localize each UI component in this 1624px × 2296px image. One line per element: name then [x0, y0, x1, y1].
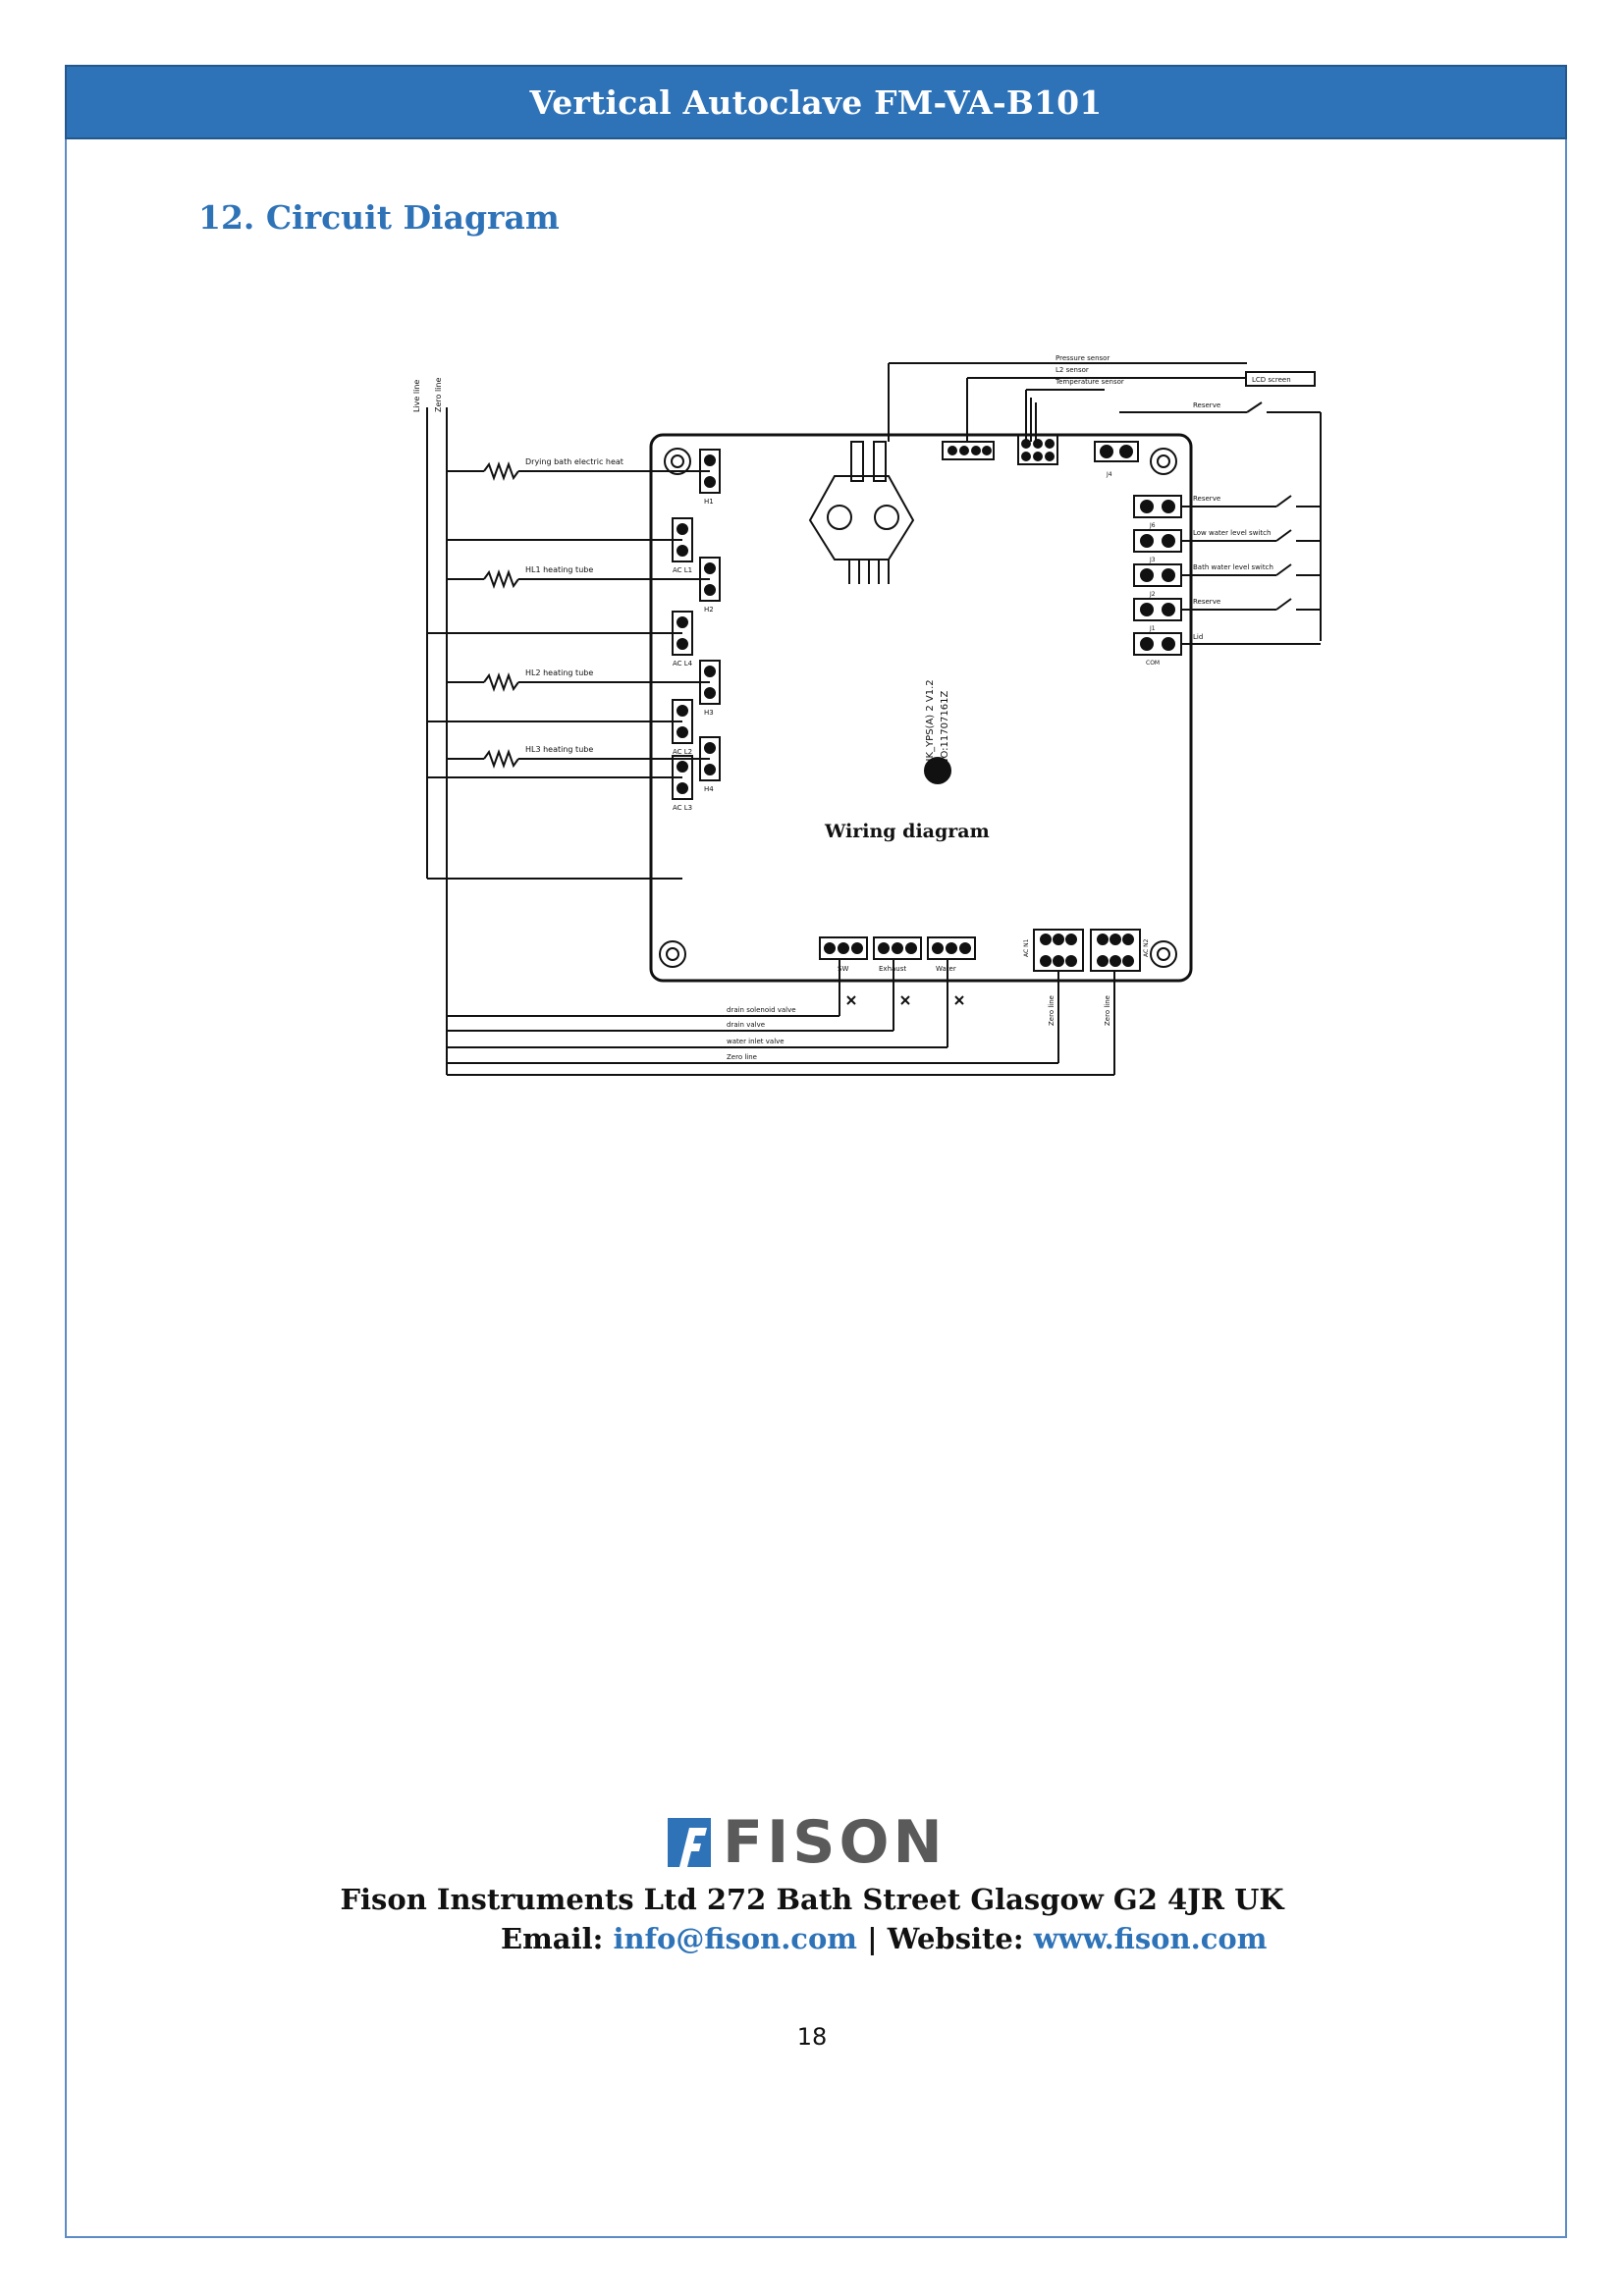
- fison-logo: FISON: [668, 1812, 947, 1873]
- connector-h1: H1: [704, 498, 714, 506]
- connector-ac-n1: AC N1: [1023, 938, 1030, 957]
- top-connectors: [942, 434, 1139, 465]
- top-sensor-wires: [888, 362, 1322, 641]
- connector-j4: J4: [1106, 471, 1112, 478]
- pressure-sensor-label: Pressure sensor: [1056, 354, 1110, 362]
- connector-sw: SW: [838, 965, 848, 973]
- drying-bath-heat-label: Drying bath electric heat: [525, 457, 623, 466]
- connector-com: COM: [1146, 660, 1160, 667]
- hl1-heating-tube-label: HL1 heating tube: [525, 565, 593, 574]
- zero-line-label-left: Zero line: [434, 378, 443, 412]
- connector-j3: J3: [1149, 557, 1156, 563]
- reserve-label-1: Reserve: [1193, 495, 1220, 503]
- live-line-label: Live line: [412, 380, 421, 412]
- connector-h4: H4: [704, 785, 714, 793]
- bottom-connectors: [819, 929, 1141, 972]
- right-connectors: [1133, 495, 1182, 656]
- connector-j2: J2: [1149, 591, 1156, 598]
- connector-j1: J1: [1149, 625, 1156, 632]
- water-inlet-valve-label: water inlet valve: [727, 1038, 785, 1045]
- regulator-component: [808, 441, 915, 584]
- section-heading: 12. Circuit Diagram: [198, 198, 560, 237]
- temperature-sensor-label: Temperature sensor: [1055, 378, 1124, 386]
- low-water-switch-label: Low water level switch: [1193, 529, 1271, 537]
- connector-h3: H3: [704, 709, 714, 717]
- contact-separator: |: [867, 1922, 878, 1955]
- left-bus-lines: [426, 407, 682, 880]
- connector-ac-l3: AC L3: [673, 804, 692, 812]
- drain-solenoid-valve-label: drain solenoid valve: [727, 1006, 796, 1014]
- buzzer: [924, 757, 951, 784]
- board-model: HK_YPS(A) 2 V1.2: [925, 679, 936, 766]
- drain-valve-label: drain valve: [727, 1021, 765, 1029]
- document-title: Vertical Autoclave FM-VA-B101: [529, 82, 1103, 122]
- connector-ac-l4: AC L4: [673, 660, 693, 667]
- zero-line-vertical-1: Zero line: [1048, 995, 1056, 1026]
- left-connectors: [672, 449, 721, 800]
- board-title: Wiring diagram: [824, 821, 990, 842]
- board-serial: NO:11707161Z: [940, 691, 950, 766]
- circuit-diagram: Live line Zero line Drying bath electric…: [398, 348, 1330, 1095]
- connector-j6: J6: [1149, 522, 1156, 529]
- l2-sensor-label: L2 sensor: [1056, 366, 1089, 374]
- mounting-holes: [659, 448, 1177, 968]
- reserve-top-label: Reserve: [1193, 401, 1220, 409]
- right-switch-wires: [1181, 495, 1321, 645]
- zero-line-vertical-2: Zero line: [1104, 995, 1111, 1026]
- email-link[interactable]: info@fison.com: [613, 1922, 857, 1955]
- header-bar: Vertical Autoclave FM-VA-B101: [65, 65, 1567, 139]
- reserve-label-2: Reserve: [1193, 598, 1220, 606]
- connector-water: Water: [936, 965, 956, 973]
- website-link[interactable]: www.fison.com: [1033, 1922, 1268, 1955]
- lid-label: Lid: [1193, 633, 1203, 641]
- hl2-heating-tube-label: HL2 heating tube: [525, 668, 593, 677]
- zero-line-bottom-label: Zero line: [727, 1053, 757, 1061]
- connector-h2: H2: [704, 606, 714, 614]
- logo-wordmark: FISON: [723, 1808, 947, 1877]
- connector-ac-l1: AC L1: [673, 566, 692, 574]
- control-board: [649, 433, 1193, 983]
- lcd-screen-label: LCD screen: [1252, 376, 1291, 384]
- connector-ac-n2: AC N2: [1143, 938, 1150, 957]
- website-label: Website:: [887, 1922, 1024, 1955]
- heater-branches: [427, 461, 710, 778]
- page-number: 18: [796, 2023, 828, 2051]
- fison-logo-icon: [668, 1818, 711, 1867]
- bottom-valve-wires: [446, 879, 1115, 1076]
- hl3-heating-tube-label: HL3 heating tube: [525, 745, 593, 754]
- company-address: Fison Instruments Ltd 272 Bath Street Gl…: [340, 1883, 1284, 1916]
- email-label: Email:: [501, 1922, 604, 1955]
- bath-water-switch-label: Bath water level switch: [1193, 563, 1273, 571]
- connector-ac-l2: AC L2: [673, 748, 692, 756]
- contact-line: Email: info@fison.com | Website: www.fis…: [501, 1922, 1267, 1955]
